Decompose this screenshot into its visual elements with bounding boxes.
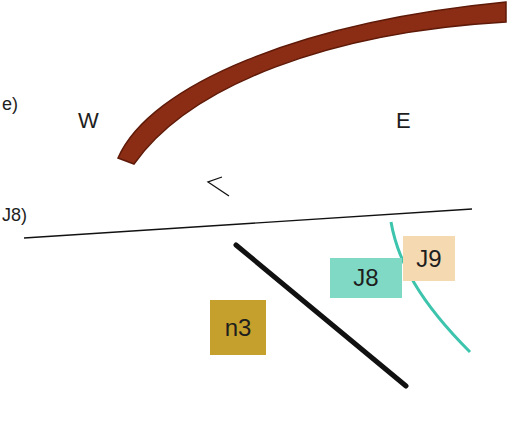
arrow-mark (208, 177, 229, 196)
side-note: e) (2, 95, 18, 113)
unit-box: n3 (210, 300, 266, 355)
unit-label: J9 (416, 247, 441, 271)
side-note: J8) (2, 206, 27, 224)
unit-label: n3 (225, 316, 252, 340)
arc-band (118, 2, 506, 164)
direction-label: E (396, 110, 411, 132)
unit-box: J9 (403, 236, 455, 281)
unit-box: J8 (330, 258, 402, 298)
teal-curve (391, 222, 470, 352)
direction-label: W (78, 110, 99, 132)
surface-line (24, 209, 472, 238)
unit-label: J8 (353, 266, 378, 290)
